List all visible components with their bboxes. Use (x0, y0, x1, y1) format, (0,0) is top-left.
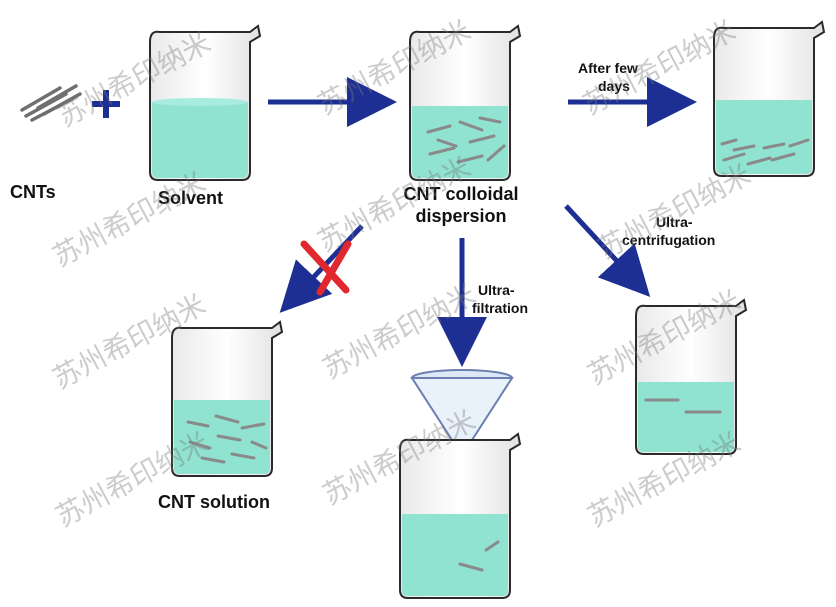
beaker-centrifuged (635, 298, 748, 455)
label-ultra-filtration-1: Ultra- (478, 282, 515, 298)
beaker-filtered (399, 432, 522, 599)
label-ultra-centrifugation-2: centrifugation (622, 232, 716, 248)
beaker-solvent (149, 24, 262, 181)
cnt-bundle-icon (20, 84, 82, 122)
label-after-few: After few (578, 60, 638, 76)
label-ultra-centrifugation-1: Ultra- (656, 214, 693, 230)
label-solvent: Solvent (158, 188, 224, 208)
label-cnt-colloidal: CNT colloidal (403, 184, 519, 204)
label-days: days (598, 78, 630, 94)
cross-icon (300, 240, 352, 296)
plus-symbol: + (96, 88, 97, 89)
arrow-down-right-icon (564, 204, 651, 298)
label-ultra-filtration-2: filtration (472, 300, 528, 316)
plus-icon (92, 90, 120, 118)
label-cnts: CNTs (10, 182, 56, 202)
beaker-colloidal (409, 24, 522, 181)
label-cnt-solution: CNT solution (158, 492, 270, 512)
label-dispersion: dispersion (415, 206, 507, 226)
beaker-solution (171, 320, 284, 477)
beaker-settled (713, 20, 826, 177)
